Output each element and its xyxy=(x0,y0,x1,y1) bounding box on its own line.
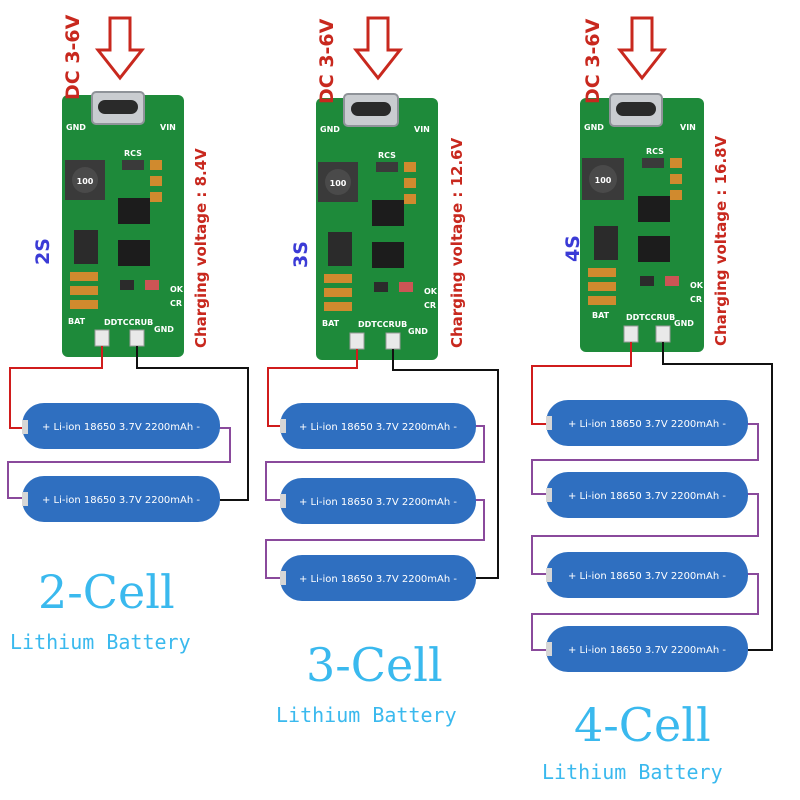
rcs-label: RCS xyxy=(646,147,664,156)
positive-wire xyxy=(9,346,103,429)
input-arrow-icon xyxy=(352,16,404,81)
series-link-wire xyxy=(531,423,759,495)
input-arrow-icon xyxy=(616,16,668,81)
series-link-wire xyxy=(265,425,485,501)
gnd-terminal xyxy=(385,332,401,350)
variant-2s-drawing: 100 GND VIN RCS BAT GND DDTCCRUB OK CR xyxy=(7,16,249,522)
series-label: 2S xyxy=(32,238,54,265)
charging-voltage-label: Charging voltage : 16.8V xyxy=(712,135,730,346)
cell-count-title: 3-Cell xyxy=(306,638,443,692)
battery-label: + Li-ion 18650 3.7V 2200mAh - xyxy=(568,419,726,430)
battery-label: + Li-ion 18650 3.7V 2200mAh - xyxy=(568,645,726,656)
pin-gnd2-label: GND xyxy=(154,325,174,334)
battery-label: + Li-ion 18650 3.7V 2200mAh - xyxy=(299,497,457,508)
chip xyxy=(118,240,150,266)
charging-voltage-label: Charging voltage : 12.6V xyxy=(448,137,466,348)
bat-terminal xyxy=(623,325,639,343)
pin-bat-label: BAT xyxy=(68,317,86,326)
cr-label: CR xyxy=(690,295,702,304)
pin-bat-label: BAT xyxy=(322,319,340,328)
ok-label: OK xyxy=(690,281,704,290)
chip xyxy=(372,200,404,226)
cr-label: CR xyxy=(424,301,436,310)
positive-wire xyxy=(531,342,632,425)
series-link-wire xyxy=(531,493,759,575)
battery-label: + Li-ion 18650 3.7V 2200mAh - xyxy=(568,491,726,502)
pin-vin-label: VIN xyxy=(160,123,176,132)
pin-gnd-label: GND xyxy=(320,125,340,134)
series-label: 4S xyxy=(562,235,584,262)
series-link-wire xyxy=(531,573,759,651)
pin-gnd2-label: GND xyxy=(674,319,694,328)
variant-4s-drawing: 100 GND VIN RCS BAT GND DDTCCRUB OK CR xyxy=(531,16,773,672)
battery-label: + Li-ion 18650 3.7V 2200mAh - xyxy=(299,422,457,433)
ok-label: OK xyxy=(170,285,184,294)
battery-label: + Li-ion 18650 3.7V 2200mAh - xyxy=(42,495,200,506)
pin-vin-label: VIN xyxy=(414,125,430,134)
battery-label: + Li-ion 18650 3.7V 2200mAh - xyxy=(299,574,457,585)
inductor-marking: 100 xyxy=(595,176,612,185)
battery-cell: + Li-ion 18650 3.7V 2200mAh - xyxy=(280,403,476,449)
charger-board: 100 GND VIN RCS BAT GND DDTCCRUB OK CR xyxy=(62,91,184,357)
battery-cell: + Li-ion 18650 3.7V 2200mAh - xyxy=(22,476,220,522)
negative-wire xyxy=(662,342,773,651)
battery-label: + Li-ion 18650 3.7V 2200mAh - xyxy=(568,571,726,582)
battery-cell: + Li-ion 18650 3.7V 2200mAh - xyxy=(546,626,748,672)
variant-2s: 100 GND VIN RCS BAT GND DDTCCRUB OK CR xyxy=(0,0,270,800)
bat-terminal xyxy=(349,332,365,350)
negative-wire xyxy=(136,346,249,501)
chip xyxy=(372,242,404,268)
battery-cell: + Li-ion 18650 3.7V 2200mAh - xyxy=(22,403,220,449)
pin-vin-label: VIN xyxy=(680,123,696,132)
chip xyxy=(638,196,670,222)
cell-type-label: Lithium Battery xyxy=(542,760,723,784)
cell-type-label: Lithium Battery xyxy=(276,703,457,727)
chip xyxy=(638,236,670,262)
battery-label: + Li-ion 18650 3.7V 2200mAh - xyxy=(42,422,200,433)
series-label: 3S xyxy=(290,241,312,268)
variant-4s: 100 GND VIN RCS BAT GND DDTCCRUB OK CR xyxy=(522,0,800,800)
pin-gnd-label: GND xyxy=(584,123,604,132)
gnd-terminal xyxy=(655,325,671,343)
brand-label: DDTCCRUB xyxy=(104,318,153,327)
battery-cell: + Li-ion 18650 3.7V 2200mAh - xyxy=(280,478,476,524)
charger-board: 100 GND VIN RCS BAT GND DDTCCRUB OK CR xyxy=(316,93,438,360)
charging-voltage-label: Charging voltage : 8.4V xyxy=(192,148,210,348)
inductor-marking: 100 xyxy=(330,179,347,188)
cell-type-label: Lithium Battery xyxy=(10,630,191,654)
inductor-marking: 100 xyxy=(77,177,94,186)
battery-cell: + Li-ion 18650 3.7V 2200mAh - xyxy=(546,552,748,598)
gnd-terminal xyxy=(129,329,145,347)
bat-terminal xyxy=(94,329,110,347)
cr-label: CR xyxy=(170,299,182,308)
brand-label: DDTCCRUB xyxy=(358,320,407,329)
battery-cell: + Li-ion 18650 3.7V 2200mAh - xyxy=(546,472,748,518)
negative-wire xyxy=(392,349,499,579)
chip xyxy=(118,198,150,224)
input-voltage-label: DC 3-6V xyxy=(582,18,604,104)
positive-wire xyxy=(267,349,358,427)
pin-gnd2-label: GND xyxy=(408,327,428,336)
brand-label: DDTCCRUB xyxy=(626,313,675,322)
cell-count-title: 4-Cell xyxy=(574,698,711,752)
variant-3s: 100 GND VIN RCS BAT GND DDTCCRUB OK CR xyxy=(258,0,518,800)
series-link-wire xyxy=(7,427,231,499)
input-voltage-label: DC 3-6V xyxy=(62,14,84,100)
cell-count-title: 2-Cell xyxy=(38,565,175,619)
battery-cell: + Li-ion 18650 3.7V 2200mAh - xyxy=(280,555,476,601)
rcs-label: RCS xyxy=(378,151,396,160)
input-voltage-label: DC 3-6V xyxy=(316,18,338,104)
input-arrow-icon xyxy=(94,16,146,81)
rcs-label: RCS xyxy=(124,149,142,158)
variant-3s-drawing: 100 GND VIN RCS BAT GND DDTCCRUB OK CR xyxy=(265,16,499,601)
pin-gnd-label: GND xyxy=(66,123,86,132)
battery-cell: + Li-ion 18650 3.7V 2200mAh - xyxy=(546,400,748,446)
series-link-wire xyxy=(265,499,485,579)
ok-label: OK xyxy=(424,287,438,296)
charger-board: 100 GND VIN RCS BAT GND DDTCCRUB OK CR xyxy=(580,93,704,352)
pin-bat-label: BAT xyxy=(592,311,610,320)
